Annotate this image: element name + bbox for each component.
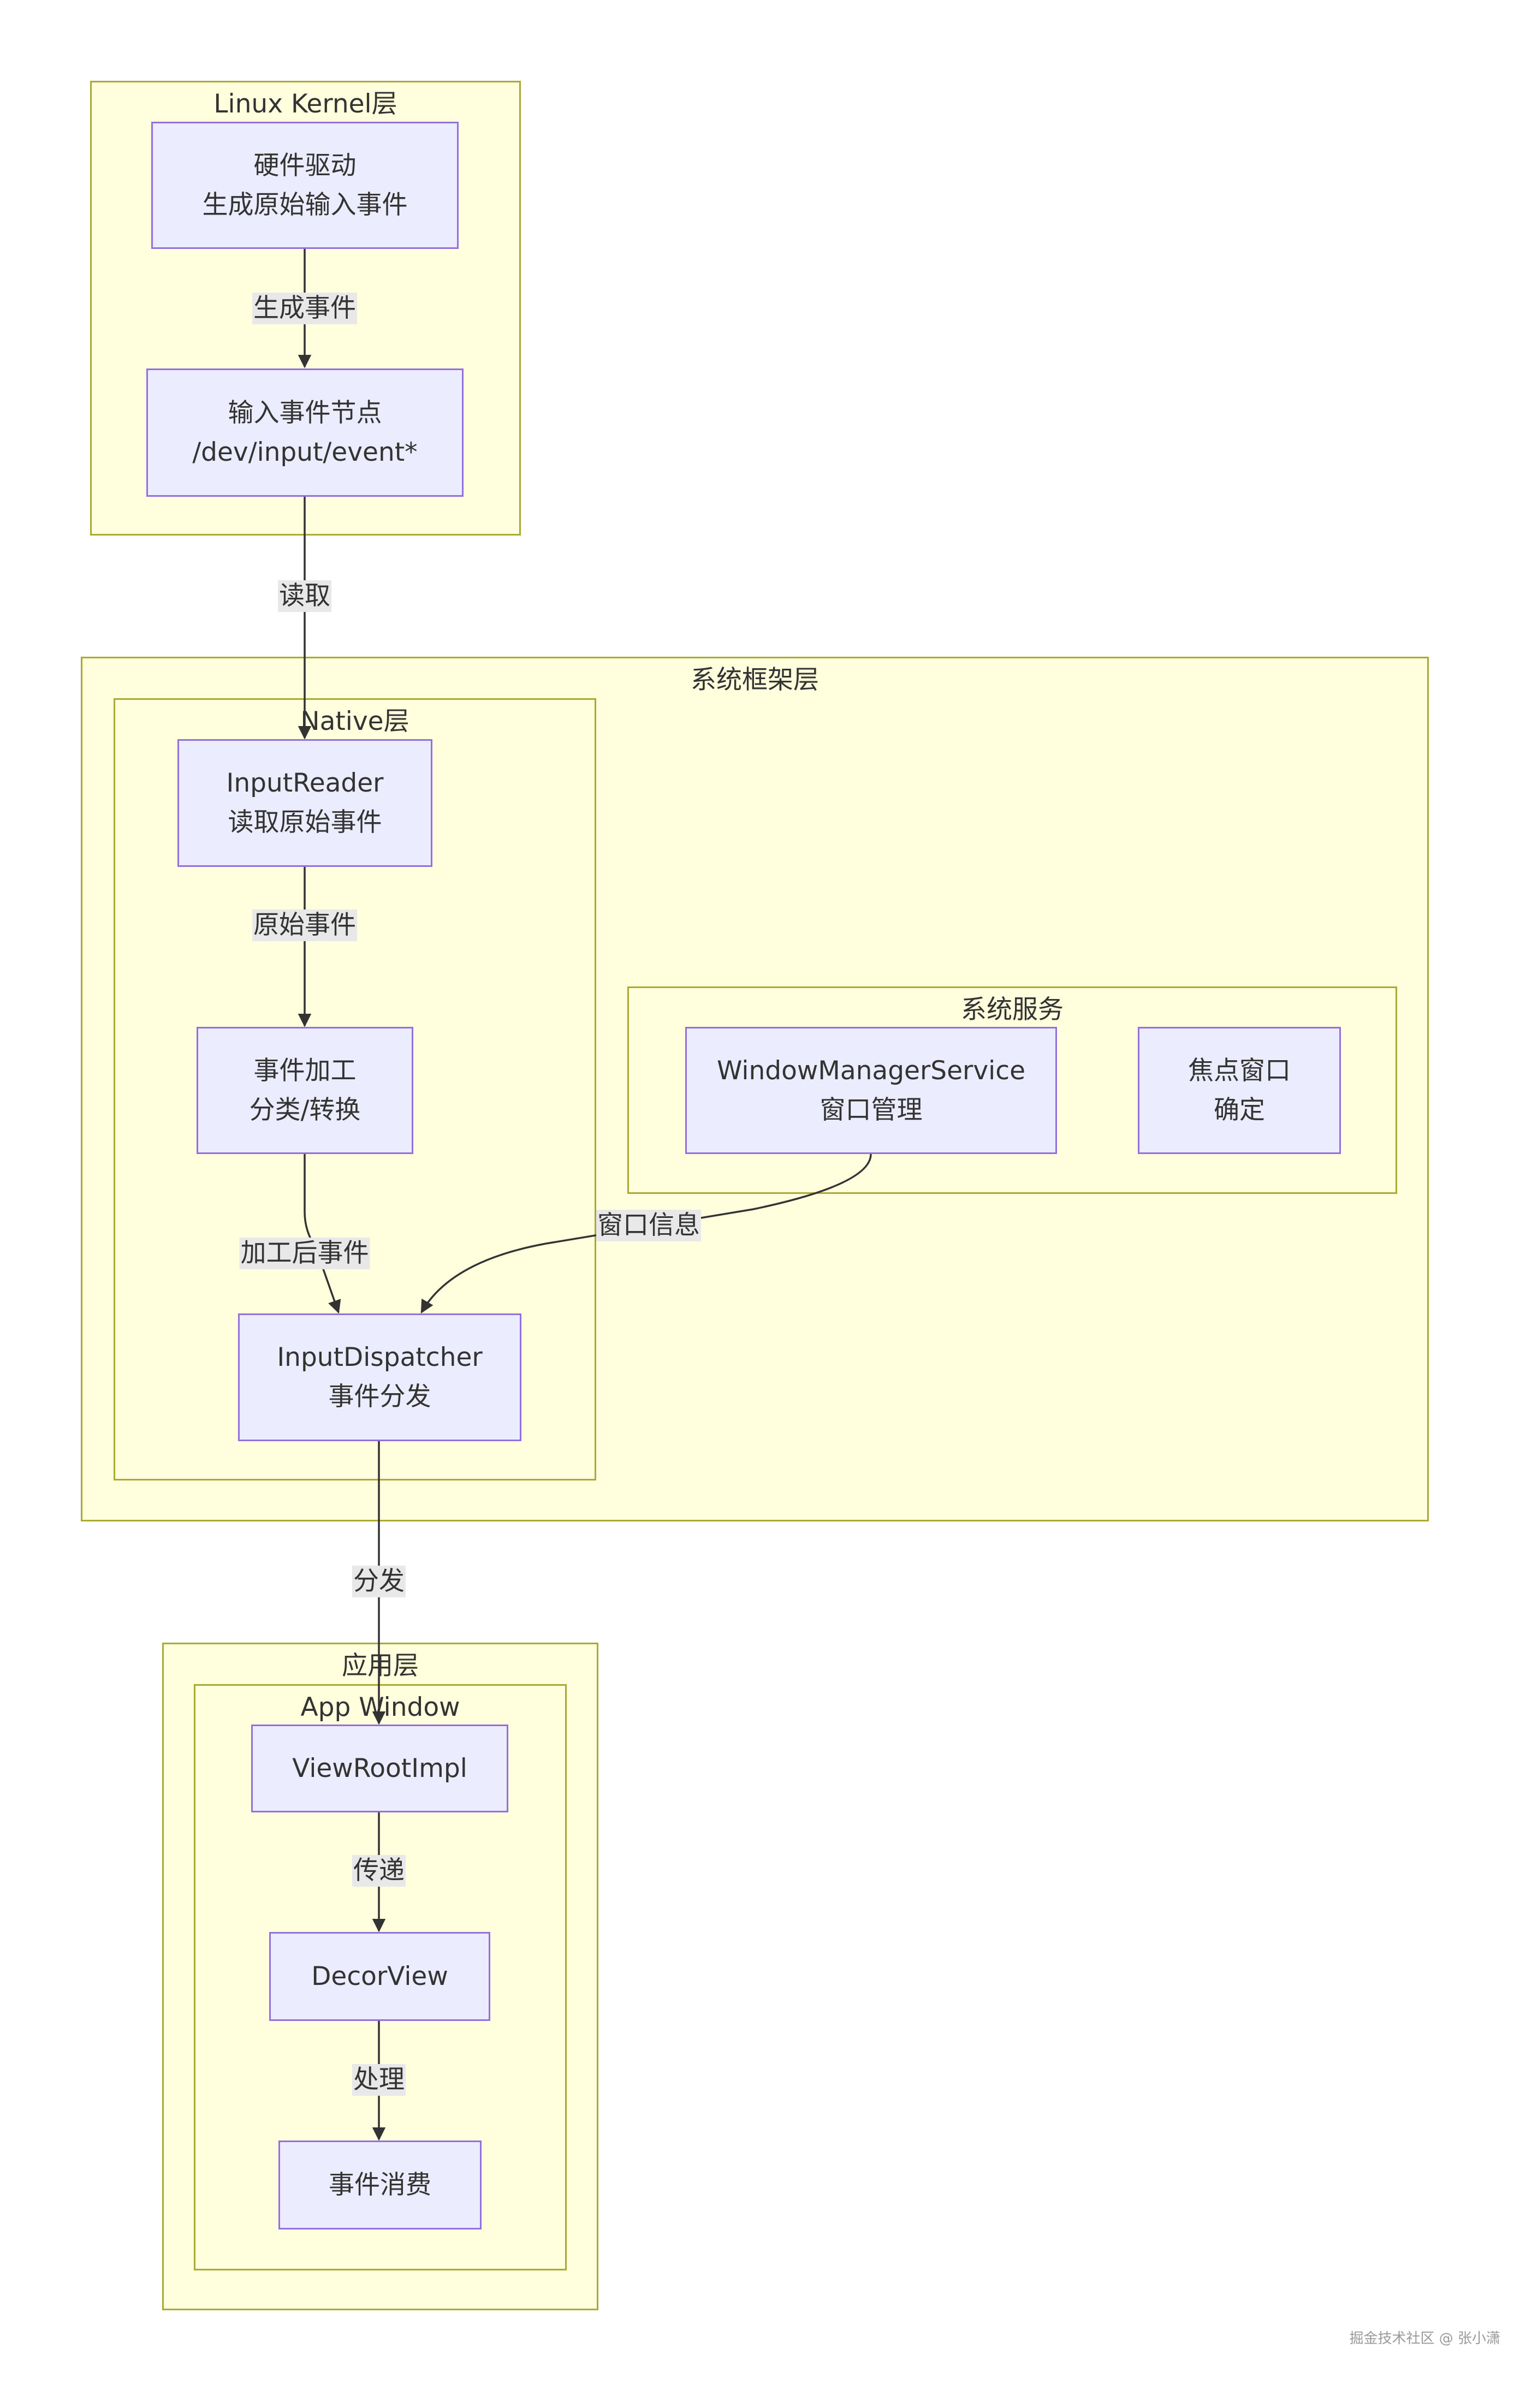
watermark: 掘金技术社区 @ 张小潇 [1349, 2330, 1500, 2347]
edge-label-dispatch: 分发 [352, 1566, 406, 1597]
node-focus-window-line1: 焦点窗口 [1188, 1055, 1291, 1086]
node-hardware-driver-line2: 生成原始输入事件 [202, 189, 408, 220]
edge-label-window-info: 窗口信息 [596, 1210, 701, 1241]
node-input-reader: InputReader 读取原始事件 [177, 739, 432, 867]
edge-label-handle: 处理 [352, 2064, 406, 2096]
node-decor-view-label: DecorView [311, 1961, 448, 1991]
node-input-dispatcher: InputDispatcher 事件分发 [238, 1313, 521, 1441]
node-hardware-driver: 硬件驱动 生成原始输入事件 [151, 122, 459, 249]
node-view-root-impl: ViewRootImpl [251, 1725, 508, 1812]
node-input-dispatcher-line1: InputDispatcher [277, 1342, 483, 1372]
edge-event-process-to-dispatcher [304, 1154, 341, 1314]
cluster-linux-kernel-title: Linux Kernel层 [213, 89, 397, 119]
node-window-manager-service-line1: WindowManagerService [716, 1055, 1026, 1086]
node-input-reader-line1: InputReader [226, 768, 384, 798]
node-input-event-node: 输入事件节点 /dev/input/event* [146, 368, 464, 497]
edge-label-raw-event: 原始事件 [252, 909, 357, 941]
edge-label-pass: 传递 [352, 1855, 406, 1887]
node-decor-view: DecorView [269, 1932, 490, 2021]
node-focus-window: 焦点窗口 确定 [1138, 1027, 1341, 1154]
node-input-event-node-line2: /dev/input/event* [192, 437, 418, 467]
node-event-process: 事件加工 分类/转换 [197, 1027, 413, 1154]
edge-label-read: 读取 [278, 580, 331, 612]
node-input-dispatcher-line2: 事件分发 [328, 1382, 431, 1412]
node-event-process-line1: 事件加工 [253, 1055, 357, 1086]
cluster-app-title: 应用层 [342, 1651, 419, 1681]
cluster-system-services-title: 系统服务 [961, 995, 1064, 1025]
node-hardware-driver-line1: 硬件驱动 [253, 150, 357, 181]
node-focus-window-line2: 确定 [1214, 1095, 1265, 1125]
node-input-reader-line2: 读取原始事件 [228, 807, 382, 837]
node-event-consume: 事件消费 [278, 2141, 482, 2229]
node-event-consume-label: 事件消费 [329, 2169, 431, 2200]
cluster-framework-title: 系统框架层 [691, 665, 819, 695]
edge-label-generate-event: 生成事件 [252, 293, 357, 324]
node-window-manager-service-line2: 窗口管理 [820, 1095, 923, 1125]
edge-label-processed-event: 加工后事件 [239, 1238, 370, 1269]
node-window-manager-service: WindowManagerService 窗口管理 [685, 1027, 1057, 1154]
node-input-event-node-line1: 输入事件节点 [228, 397, 382, 428]
cluster-native-title: Native层 [300, 706, 409, 736]
node-view-root-impl-label: ViewRootImpl [292, 1753, 467, 1783]
node-event-process-line2: 分类/转换 [249, 1095, 361, 1125]
